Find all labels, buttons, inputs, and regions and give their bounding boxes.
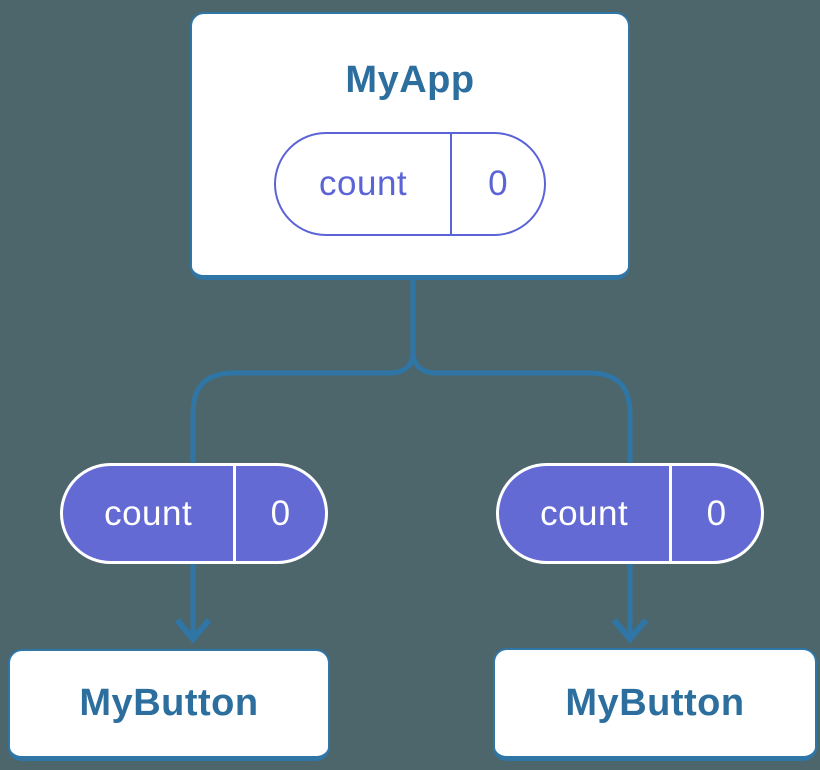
state-pill-myapp: count 0 — [274, 132, 546, 236]
component-card-mybutton-left: MyButton — [8, 649, 330, 761]
prop-value-label: 0 — [706, 493, 727, 533]
component-card-myapp: MyApp count 0 — [190, 12, 630, 280]
pill-divider — [669, 466, 673, 561]
connector-arrowhead-right — [611, 618, 649, 644]
connector-arrowhead-left — [174, 618, 212, 644]
component-title-mybutton-left: MyButton — [79, 682, 259, 724]
prop-value-label: 0 — [270, 493, 291, 533]
component-title-myapp: MyApp — [345, 59, 475, 101]
connector-branch-left — [190, 351, 416, 636]
prop-pill-left: count 0 — [60, 463, 328, 564]
prop-name-label: count — [540, 493, 629, 533]
prop-name-label: count — [104, 493, 193, 533]
pill-divider — [233, 466, 237, 561]
connector-branch-right — [410, 351, 633, 636]
pill-divider — [450, 134, 453, 234]
component-title-mybutton-right: MyButton — [565, 681, 745, 724]
state-value-label: 0 — [488, 164, 509, 203]
prop-pill-right: count 0 — [496, 463, 764, 564]
state-name-label: count — [319, 164, 408, 203]
component-card-mybutton-right: MyButton — [493, 648, 817, 761]
